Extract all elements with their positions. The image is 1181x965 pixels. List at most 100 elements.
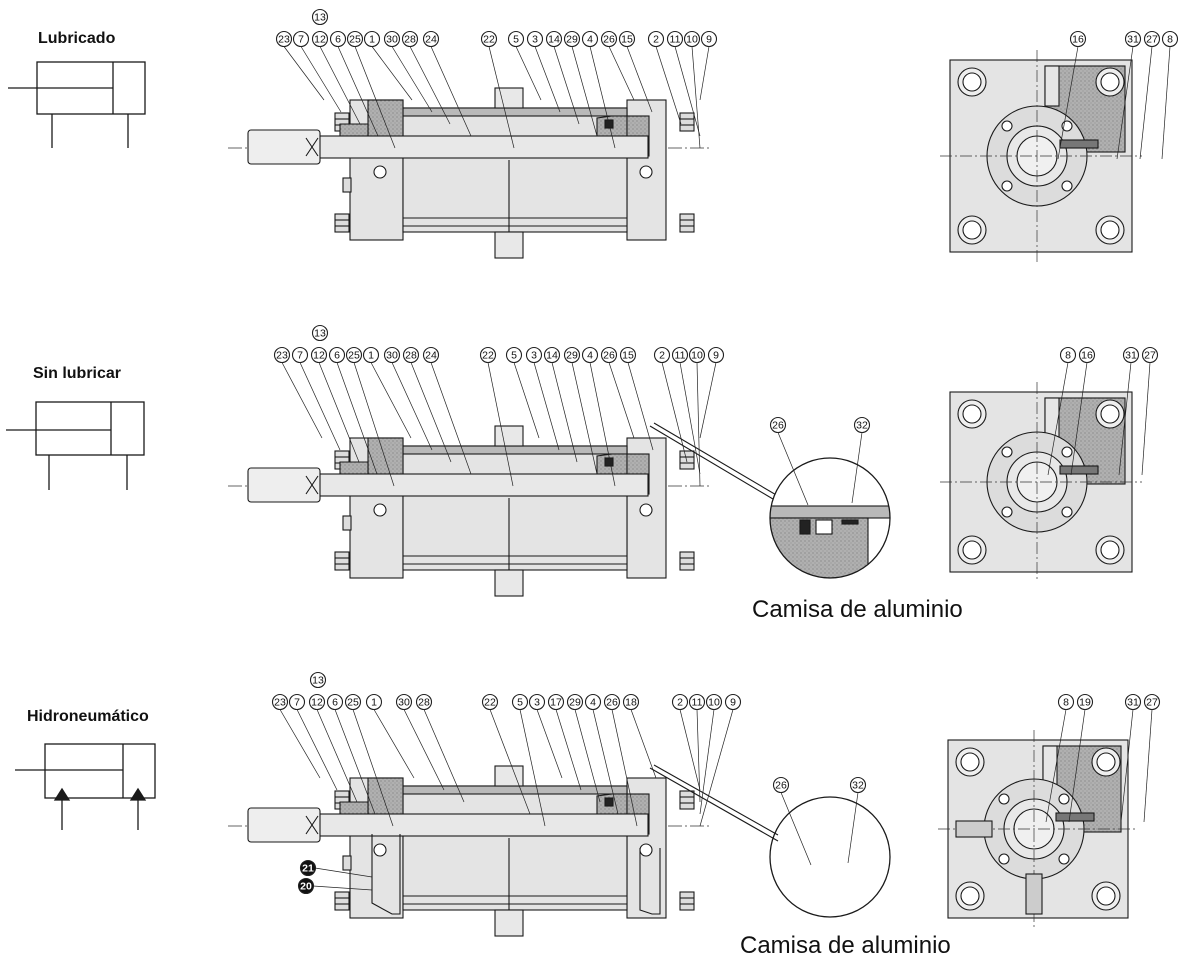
rod-end [247,467,321,503]
leader-line [336,362,378,475]
svg-text:31: 31 [1125,350,1137,362]
leader-line [316,709,358,803]
part-number-5: 5 [511,693,529,711]
part-number-32: 32 [853,416,871,434]
leader-line [1068,709,1086,823]
part-number-12: 12 [310,346,328,364]
leader-line [679,709,701,791]
part-number-28: 28 [402,346,420,364]
trunnion-top [494,425,524,447]
svg-text:26: 26 [603,350,615,362]
svg-text:29: 29 [569,697,581,709]
svg-text:1: 1 [371,697,377,709]
part-number-9: 9 [724,693,742,711]
part-number-4: 4 [581,346,599,364]
leader-line [1070,362,1088,476]
part-number-1: 1 [365,693,383,711]
detail-content [770,458,890,578]
leader-line [1116,46,1134,160]
svg-text:22: 22 [484,697,496,709]
part-number-11: 11 [671,346,689,364]
tie-rod-nut [334,891,350,911]
svg-text:26: 26 [772,420,784,432]
part-number-4: 4 [581,30,599,48]
svg-text:15: 15 [621,34,633,46]
svg-text:7: 7 [297,350,303,362]
part-number-31: 31 [1122,346,1140,364]
port-hole [639,503,653,517]
section-title-lubricated: Lubricado [38,30,116,47]
cylinder-tube [402,785,628,911]
leader-line [430,46,472,137]
part-number-26: 26 [769,416,787,434]
svg-text:13: 13 [314,12,326,24]
part-number-30: 30 [395,693,413,711]
svg-text:22: 22 [482,350,494,362]
leader-line [489,709,531,815]
leader-line [699,362,717,439]
tie-rod-hole-inner [1100,404,1120,424]
part-number-23: 23 [273,346,291,364]
leader-line [281,362,323,439]
leader-line [851,432,863,504]
svg-text:23: 23 [276,350,288,362]
leader-line [574,709,601,803]
svg-text:11: 11 [675,350,686,362]
rod-end [247,129,321,165]
svg-text:17: 17 [550,697,562,709]
screw-hole [1061,180,1073,192]
svg-text:14: 14 [546,350,558,362]
svg-text:3: 3 [532,34,538,46]
caption-aluminium-tube-2: Camisa de aluminio [740,932,951,959]
seal-detail-view [649,764,891,918]
hydro-pneumatic-symbol [15,743,156,830]
leader-line [699,709,715,815]
leader-line [611,709,638,827]
cylinder-tube [402,445,628,571]
caption-aluminium-tube-1: Camisa de aluminio [752,596,963,623]
part-number-4: 4 [584,693,602,711]
leader-line [571,362,598,475]
cylinder-cross-section [228,87,712,259]
svg-text:16: 16 [1081,350,1093,362]
part-number-6: 6 [328,346,346,364]
piston-seal [604,797,614,807]
trunnion-bottom [494,231,524,259]
part-number-30: 30 [383,30,401,48]
tie-rod-hole-inner [1096,752,1116,772]
leader-line [296,709,338,791]
leader-line [391,362,433,451]
svg-text:26: 26 [606,697,618,709]
svg-text:1: 1 [368,350,374,362]
svg-text:28: 28 [404,34,416,46]
svg-text:27: 27 [1146,697,1158,709]
detail-leader [649,425,779,503]
leader-line [353,362,395,487]
cylinder-cross-section [228,765,712,937]
svg-text:12: 12 [314,34,326,46]
tie-rod-hole-inner [1100,72,1120,92]
leader-line [1161,46,1171,160]
svg-text:31: 31 [1127,697,1139,709]
part-number-15: 15 [618,30,636,48]
wrench-flat [305,475,319,495]
screw-hole [1058,853,1070,865]
svg-text:14: 14 [548,34,560,46]
screw-hole [1001,446,1013,458]
leader-line [608,46,635,101]
leader-line [513,362,540,439]
leader-line [699,46,710,101]
cylinder-end-view [938,730,1138,928]
svg-text:30: 30 [386,34,398,46]
part-number-16: 16 [1078,346,1096,364]
part-number-3: 3 [528,693,546,711]
leader-line [1045,709,1067,823]
svg-text:26: 26 [775,780,787,792]
svg-text:5: 5 [511,350,517,362]
svg-text:13: 13 [312,675,324,687]
svg-text:9: 9 [706,34,712,46]
leader-line [319,46,361,125]
leader-line [847,792,859,864]
svg-text:10: 10 [686,34,698,46]
part-number-24: 24 [422,346,440,364]
